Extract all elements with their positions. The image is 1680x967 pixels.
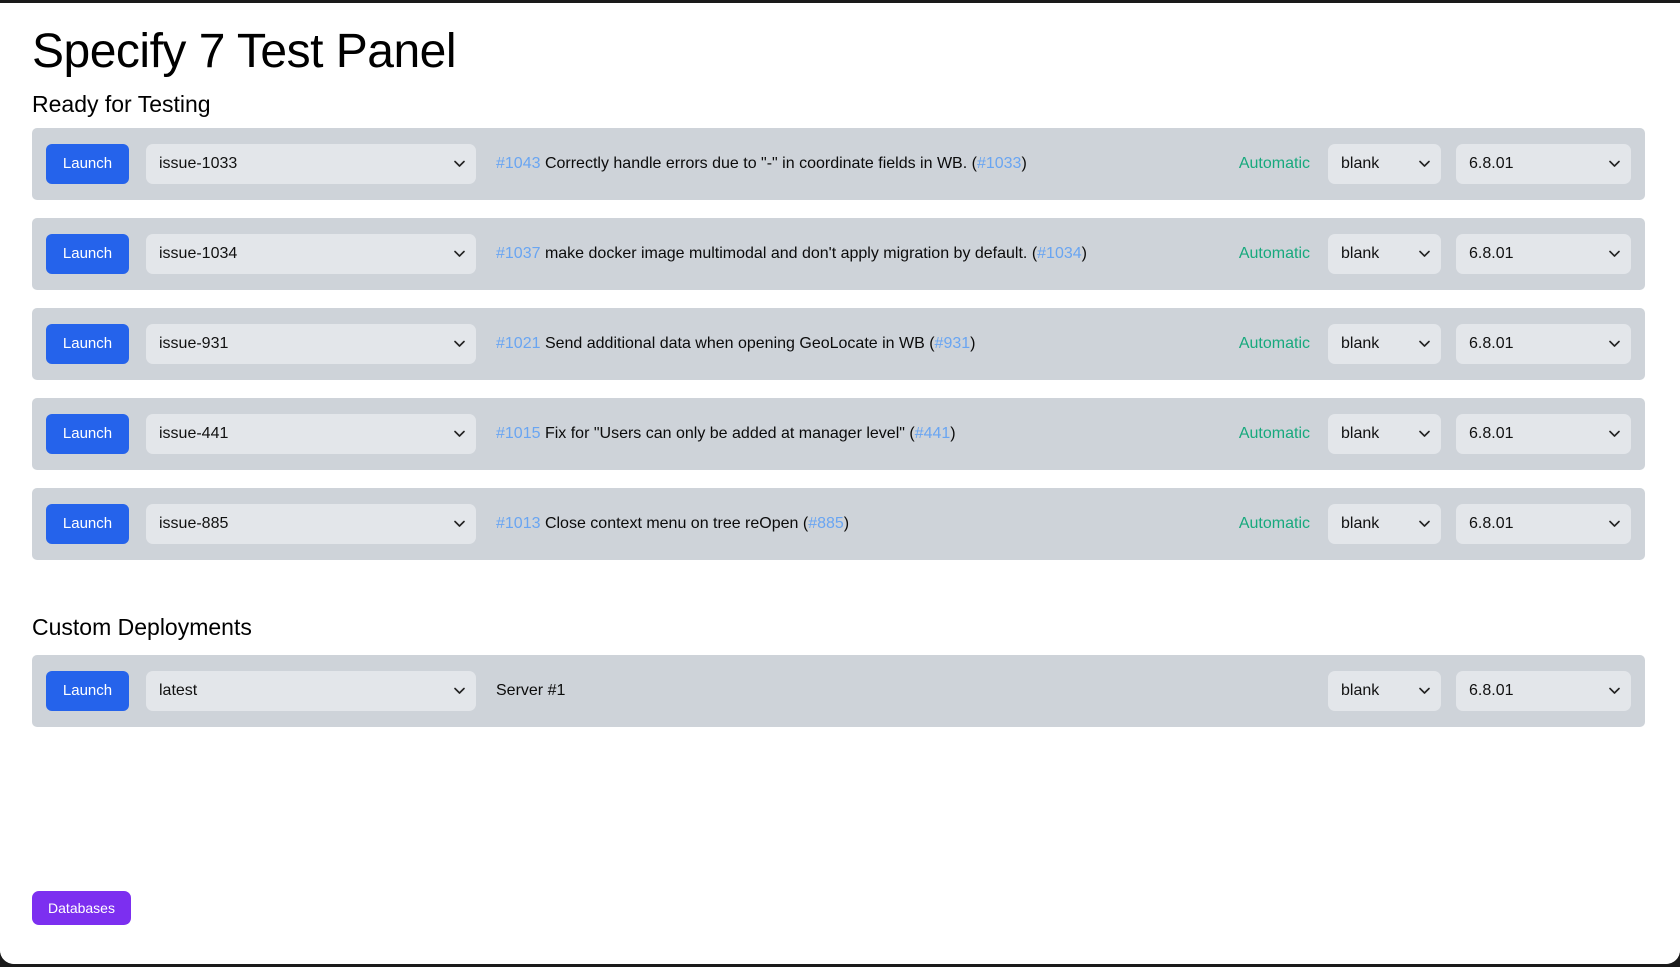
launch-button[interactable]: Launch bbox=[46, 413, 129, 454]
issue-ref-primary[interactable]: #1043 bbox=[496, 154, 541, 172]
deployment-description-tail: ) bbox=[950, 424, 956, 442]
issue-ref-primary[interactable]: #1013 bbox=[496, 514, 541, 532]
database-select[interactable]: blank bbox=[1328, 670, 1441, 711]
ready-for-testing-rows: Launch issue-1033 #1043 Correctly handle e… bbox=[0, 127, 1680, 560]
database-select-wrapper: blank bbox=[1328, 413, 1441, 454]
deployment-row: Launch issue-1033 #1043 Correctly handle e… bbox=[32, 127, 1645, 200]
version-select[interactable]: 6.8.01 bbox=[1456, 413, 1631, 454]
database-select[interactable]: blank bbox=[1328, 413, 1441, 454]
section-heading-ready-for-testing: Ready for Testing bbox=[32, 90, 211, 117]
issue-ref-secondary[interactable]: #931 bbox=[934, 334, 971, 352]
deployment-description-text: Correctly handle errors due to "-" in co… bbox=[540, 154, 977, 172]
deployment-mode-label: Automatic bbox=[1238, 424, 1310, 442]
version-select[interactable]: 6.8.01 bbox=[1456, 323, 1631, 364]
issue-ref-secondary[interactable]: #1034 bbox=[1037, 244, 1082, 262]
deployment-row: Launch issue-931 #1021 Send additional dat… bbox=[32, 307, 1645, 380]
version-select-wrapper: 6.8.01 bbox=[1456, 143, 1631, 184]
issue-ref-secondary[interactable]: #885 bbox=[808, 514, 844, 532]
deployment-row: Launch issue-441 #1015 Fix for "Users can … bbox=[32, 397, 1645, 470]
branch-select[interactable]: issue-931 bbox=[146, 323, 476, 364]
deployment-description-text: Server #1 bbox=[496, 681, 566, 699]
launch-button[interactable]: Launch bbox=[46, 143, 129, 184]
version-select-wrapper: 6.8.01 bbox=[1456, 503, 1631, 544]
version-select-wrapper: 6.8.01 bbox=[1456, 323, 1631, 364]
page-title: Specify 7 Test Panel bbox=[32, 25, 457, 78]
branch-select-wrapper: issue-1033 bbox=[146, 143, 476, 184]
deployment-mode-label: Automatic bbox=[1238, 154, 1310, 172]
deployment-description: #1013 Close context menu on tree reOpen … bbox=[496, 515, 1239, 533]
issue-ref-primary[interactable]: #1015 bbox=[496, 424, 541, 442]
branch-select[interactable]: issue-1034 bbox=[146, 233, 476, 274]
deployment-description: #1015 Fix for "Users can only be added a… bbox=[496, 425, 1239, 443]
deployment-description: #1021 Send additional data when opening … bbox=[496, 335, 1239, 353]
database-select[interactable]: blank bbox=[1328, 233, 1441, 274]
branch-select[interactable]: issue-885 bbox=[146, 503, 476, 544]
database-select[interactable]: blank bbox=[1328, 143, 1441, 184]
issue-ref-secondary[interactable]: #1033 bbox=[976, 154, 1022, 172]
deployment-row: Launch issue-1034 #1037 make docker image … bbox=[32, 217, 1645, 290]
branch-select-wrapper: issue-931 bbox=[146, 323, 476, 364]
deployment-mode-label: Automatic bbox=[1238, 244, 1310, 262]
version-select[interactable]: 6.8.01 bbox=[1456, 503, 1631, 544]
version-select[interactable]: 6.8.01 bbox=[1456, 233, 1631, 274]
database-select-wrapper: blank bbox=[1328, 233, 1441, 274]
launch-button[interactable]: Launch bbox=[46, 323, 129, 364]
section-heading-custom-deployments: Custom Deployments bbox=[32, 613, 252, 640]
issue-ref-primary[interactable]: #1021 bbox=[496, 334, 541, 352]
deployment-description-text: make docker image multimodal and don't a… bbox=[540, 244, 1038, 262]
deployment-description-tail: ) bbox=[843, 514, 850, 532]
deployment-description: #1037 make docker image multimodal and d… bbox=[496, 245, 1239, 263]
database-select[interactable]: blank bbox=[1328, 323, 1441, 364]
deployment-row: Launch issue-885 #1013 Close context menu … bbox=[32, 487, 1645, 560]
deployment-description-text: Fix for "Users can only be added at mana… bbox=[540, 424, 915, 442]
browser-window-frame: Specify 7 Test Panel Ready for Testing L… bbox=[0, 3, 1680, 964]
issue-ref-secondary[interactable]: #441 bbox=[914, 424, 951, 442]
branch-select-wrapper: issue-885 bbox=[146, 503, 476, 544]
branch-select-wrapper: latest bbox=[146, 670, 476, 711]
branch-select-wrapper: issue-441 bbox=[146, 413, 476, 454]
deployment-description-text: Send additional data when opening GeoLoc… bbox=[540, 334, 935, 352]
database-select-wrapper: blank bbox=[1328, 670, 1441, 711]
deployment-description-tail: ) bbox=[1081, 244, 1087, 262]
launch-button[interactable]: Launch bbox=[46, 670, 129, 711]
launch-button[interactable]: Launch bbox=[46, 233, 129, 274]
database-select-wrapper: blank bbox=[1328, 143, 1441, 184]
test-panel-page: Specify 7 Test Panel Ready for Testing L… bbox=[0, 3, 1680, 964]
version-select-wrapper: 6.8.01 bbox=[1456, 413, 1631, 454]
version-select-wrapper: 6.8.01 bbox=[1456, 233, 1631, 274]
databases-button[interactable]: Databases bbox=[32, 891, 131, 925]
deployment-description-tail: ) bbox=[970, 334, 976, 352]
branch-select-wrapper: issue-1034 bbox=[146, 233, 476, 274]
database-select[interactable]: blank bbox=[1328, 503, 1441, 544]
branch-select[interactable]: issue-1033 bbox=[146, 143, 476, 184]
deployment-mode-label: Automatic bbox=[1238, 514, 1310, 532]
issue-ref-primary[interactable]: #1037 bbox=[496, 244, 541, 262]
deployment-description-text: Close context menu on tree reOpen ( bbox=[540, 514, 809, 532]
version-select-wrapper: 6.8.01 bbox=[1456, 670, 1631, 711]
launch-button[interactable]: Launch bbox=[46, 503, 129, 544]
database-select-wrapper: blank bbox=[1328, 503, 1441, 544]
version-select[interactable]: 6.8.01 bbox=[1456, 143, 1631, 184]
branch-select[interactable]: issue-441 bbox=[146, 413, 476, 454]
database-select-wrapper: blank bbox=[1328, 323, 1441, 364]
deployment-description: #1043 Correctly handle errors due to "-"… bbox=[496, 155, 1239, 173]
deployment-mode-label: Automatic bbox=[1238, 334, 1310, 352]
deployment-description-tail: ) bbox=[1021, 154, 1027, 172]
branch-select[interactable]: latest bbox=[146, 670, 476, 711]
version-select[interactable]: 6.8.01 bbox=[1456, 670, 1631, 711]
deployment-description: Server #1 bbox=[496, 682, 1239, 700]
